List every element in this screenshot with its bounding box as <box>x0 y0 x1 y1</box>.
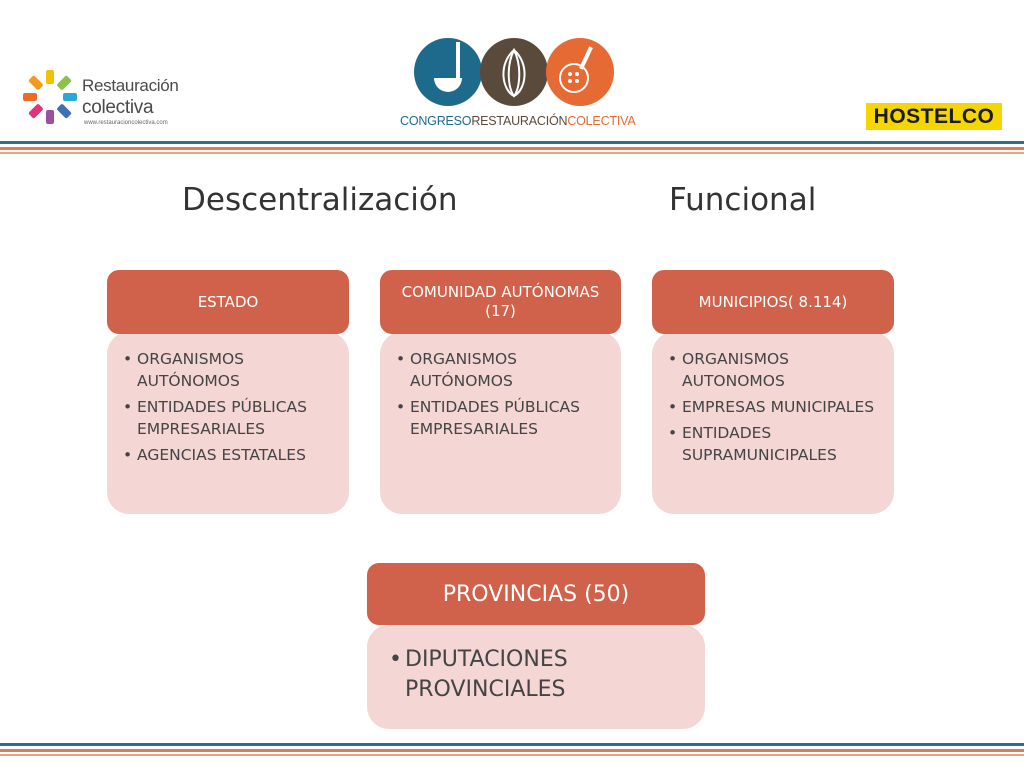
list-item: EMPRESAS MUNICIPALES <box>660 396 884 418</box>
restauracion-colectiva-logo: Restauración colectiva www.restauracionc… <box>20 66 180 132</box>
list-item: ORGANISMOS AUTÓNOMOS <box>388 348 611 392</box>
group-body: ORGANISMOS AUTÓNOMOS ENTIDADES PÚBLICAS … <box>107 332 349 514</box>
list-item: ENTIDADES PÚBLICAS EMPRESARIALES <box>115 396 339 440</box>
list-item: ORGANISMOS AUTONOMOS <box>660 348 884 392</box>
congreso-name: CONGRESORESTAURACIÓNCOLECTIVA <box>400 114 636 128</box>
hostelco-logo: HOSTELCO <box>866 103 1002 130</box>
group-heading: ESTADO <box>107 270 349 334</box>
logo-line2: colectiva <box>82 97 154 118</box>
whisk-icon <box>480 38 548 106</box>
congreso-name-part3: COLECTIVA <box>567 114 636 128</box>
group-heading: MUNICIPIOS( 8.114) <box>652 270 894 334</box>
title-descentralizacion: Descentralización <box>182 182 458 218</box>
logo-url: www.restauracioncolectiva.com <box>84 120 168 126</box>
list-item: DIPUTACIONES PROVINCIALES <box>381 645 691 705</box>
bottom-stripe-orange-light <box>0 754 1024 756</box>
top-stripe-orange <box>0 147 1024 150</box>
congreso-name-part1: CONGRESO <box>400 114 472 128</box>
flower-icon <box>23 70 77 124</box>
list-item: ORGANISMOS AUTÓNOMOS <box>115 348 339 392</box>
logo-line1: Restauración <box>82 76 179 95</box>
hostelco-text: HOSTELCO <box>873 104 995 128</box>
congreso-logo: CONGRESORESTAURACIÓNCOLECTIVA <box>398 34 638 130</box>
list-item: AGENCIAS ESTATALES <box>115 444 339 466</box>
group-body: ORGANISMOS AUTONOMOS EMPRESAS MUNICIPALE… <box>652 332 894 514</box>
top-stripe-orange-light <box>0 152 1024 154</box>
bottom-stripe-orange <box>0 749 1024 752</box>
skimmer-icon <box>546 38 614 106</box>
top-stripe-teal <box>0 141 1024 144</box>
ladle-icon <box>414 38 482 106</box>
bottom-stripe-teal <box>0 743 1024 746</box>
group-heading: COMUNIDAD AUTÓNOMAS (17) <box>380 270 621 334</box>
congreso-name-part2: RESTAURACIÓN <box>471 114 568 128</box>
title-funcional: Funcional <box>669 182 817 218</box>
group-body: ORGANISMOS AUTÓNOMOS ENTIDADES PÚBLICAS … <box>380 332 621 514</box>
list-item: ENTIDADES PÚBLICAS EMPRESARIALES <box>388 396 611 440</box>
group-heading: PROVINCIAS (50) <box>367 563 705 625</box>
list-item: ENTIDADES SUPRAMUNICIPALES <box>660 422 884 466</box>
group-body: DIPUTACIONES PROVINCIALES <box>367 625 705 729</box>
